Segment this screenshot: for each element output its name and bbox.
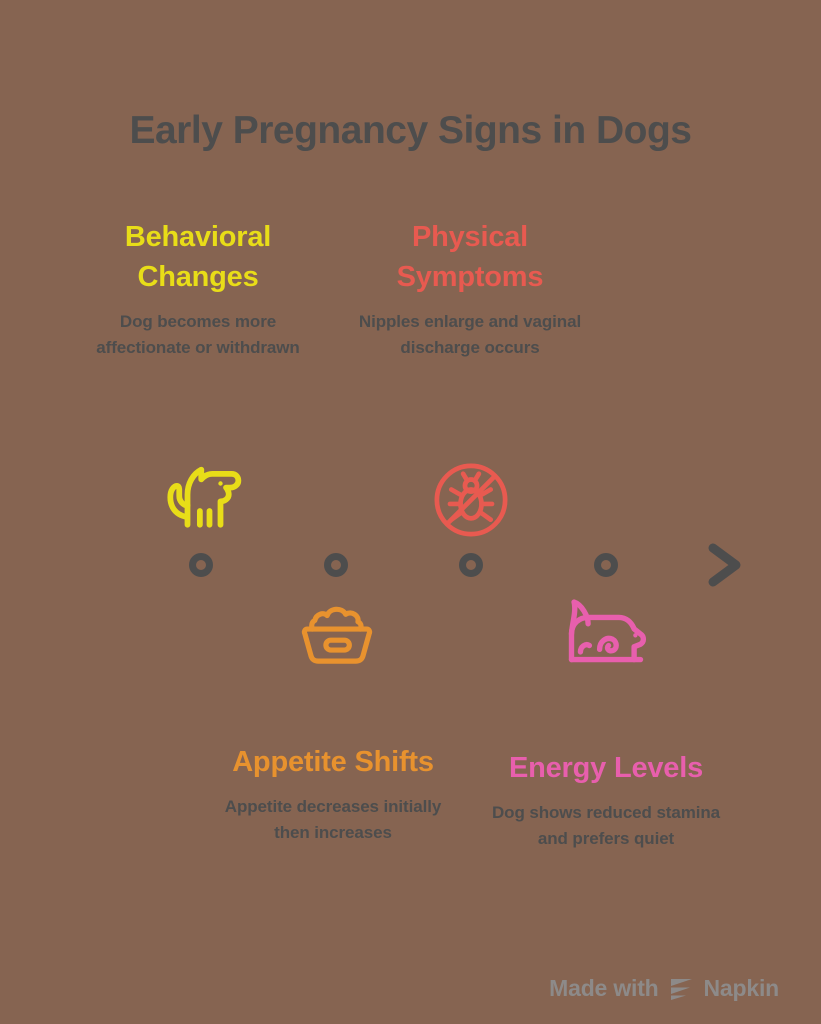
timeline-dot-energy-levels[interactable] [594,553,618,577]
timeline [0,440,821,690]
stage-block-energy-levels: Energy Levels Dog shows reduced stamina … [490,748,722,852]
sleeping-dog-icon [560,595,652,678]
footer-brand-label: Napkin [703,975,780,1001]
napkin-logo-icon [669,978,694,1000]
timeline-dot-appetite-shifts[interactable] [324,553,348,577]
stage-heading-energy-levels: Energy Levels [508,752,704,784]
stage-description-physical-symptoms: Nipples enlarge and vaginal discharge oc… [358,312,582,357]
stage-block-physical-symptoms: Physical Symptoms Nipples enlarge and va… [352,217,588,361]
no-pest-icon [429,458,513,547]
dog-sitting-icon [160,456,248,549]
dog-food-bowl-icon [297,597,377,676]
footer-made-with-label: Made with [549,975,659,1001]
page-title: Early Pregnancy Signs in Dogs [129,109,692,152]
stage-description-behavioral-changes: Dog becomes more affectionate or withdra… [96,312,300,357]
stage-heading-behavioral-changes: Behavioral Changes [124,221,272,294]
footer-attribution: Made with Napkin [549,975,779,1002]
stage-heading-physical-symptoms: Physical Symptoms [396,221,544,294]
stage-heading-appetite-shifts: Appetite Shifts [232,746,434,778]
timeline-dot-behavioral-changes[interactable] [189,553,213,577]
stage-description-appetite-shifts: Appetite decreases initially then increa… [224,797,442,842]
stage-block-behavioral-changes: Behavioral Changes Dog becomes more affe… [78,217,318,361]
stage-block-appetite-shifts: Appetite Shifts Appetite decreases initi… [219,742,447,846]
timeline-arrowhead [708,543,741,587]
timeline-dot-physical-symptoms[interactable] [459,553,483,577]
timeline-graphic [66,543,741,587]
stage-description-energy-levels: Dog shows reduced stamina and prefers qu… [492,803,720,848]
